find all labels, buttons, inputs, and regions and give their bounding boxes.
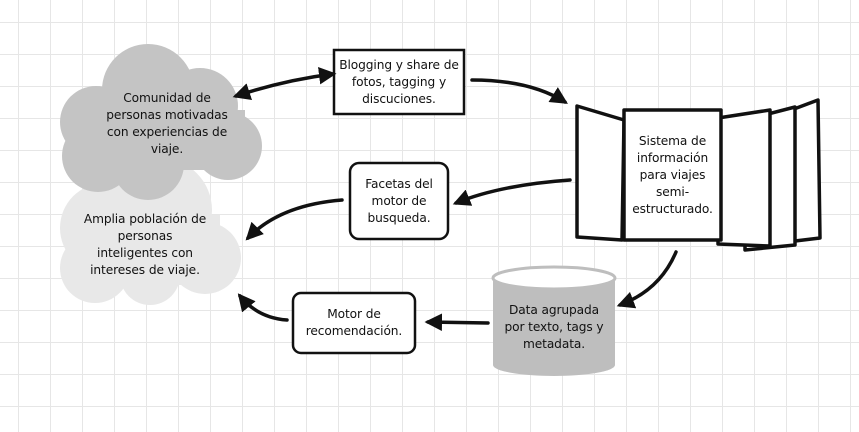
info-system-shape xyxy=(575,98,822,252)
facets-box-shape xyxy=(348,161,450,241)
data-db-shape xyxy=(491,265,617,376)
community-cloud-shape xyxy=(60,44,262,200)
arrow-system-data xyxy=(616,250,678,309)
facets-box-label: Facetas del motor de busqueda. xyxy=(365,176,433,225)
recommend-box-shape xyxy=(291,291,417,355)
blogging-box-shape xyxy=(332,48,466,116)
info-system-label: Sistema de información para viajes semi-… xyxy=(632,133,713,216)
data-db-label: Data agrupada por texto, tags y metadata… xyxy=(504,302,604,351)
blogging-box-label: Blogging y share de fotos, tagging y dis… xyxy=(339,57,459,106)
arrow-cloud-blogging xyxy=(232,67,337,100)
arrow-recommend-population xyxy=(237,293,289,322)
recommend-box-label: Motor de recomendación. xyxy=(305,307,403,338)
community-cloud-label: Comunidad de personas motivadas con expe… xyxy=(106,91,228,156)
arrow-blogging-system xyxy=(470,78,568,104)
arrow-facets-population xyxy=(245,198,344,241)
population-cloud-label: Amplia población de personas inteligente… xyxy=(83,212,207,277)
arrow-data-recommend xyxy=(424,313,490,331)
arrow-system-facets xyxy=(452,178,572,206)
